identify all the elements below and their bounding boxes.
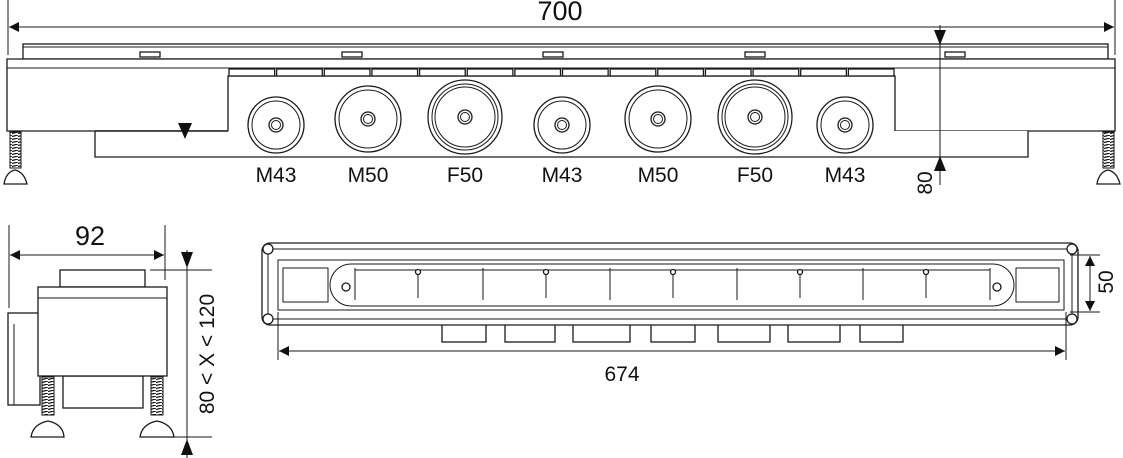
outlet-label: F50 (447, 164, 483, 187)
top-width-label: 50 (1095, 270, 1118, 293)
outlet-label: F50 (737, 164, 773, 187)
side-foot-right (139, 376, 175, 438)
side-view: 92 80 < X < 120 (7, 221, 219, 458)
height-range-label: 80 < X < 120 (196, 294, 219, 414)
outlet-m50: M50 (624, 85, 692, 187)
outlet-label: M50 (638, 164, 679, 187)
grating-bar (847, 68, 895, 77)
grating-bar (371, 68, 419, 77)
grating-bar (609, 68, 657, 77)
outlet-m43: M43 (816, 96, 874, 187)
grating-bar (514, 68, 562, 77)
channel-frame (261, 242, 1079, 326)
adjustable-foot-left (3, 131, 28, 185)
outlet-group: M43 M50 F50 M43 M50 F50 M43 (247, 79, 874, 187)
end-cap-right (1015, 267, 1060, 303)
water-level-marker-icon (178, 123, 192, 139)
grating-bar (323, 68, 371, 77)
side-body (37, 286, 168, 377)
grating-bars (228, 68, 895, 77)
cover-slots (139, 51, 966, 58)
grating-bar (275, 68, 323, 77)
end-cap-left (282, 267, 329, 303)
grating-bar (418, 68, 466, 77)
outlet-f50: F50 (427, 79, 503, 187)
outlet-label: M43 (542, 164, 583, 187)
side-foot-left (30, 376, 65, 438)
grating-bar (561, 68, 609, 77)
side-sump (62, 375, 144, 409)
grating-bar (800, 68, 848, 77)
inner-length-label: 674 (604, 363, 639, 386)
grating-bar (704, 68, 752, 77)
adjustable-foot-right (1096, 131, 1121, 185)
outlet-label: M50 (348, 164, 389, 187)
grating-bar (657, 68, 705, 77)
grating-bar (752, 68, 800, 77)
front-view: 700 M43 M50 F50 M43 M50 F50 M43 80 (3, 0, 1121, 195)
width-dimension-label: 92 (75, 221, 105, 251)
outlet-m43: M43 (247, 96, 305, 187)
grating-slot (329, 263, 1015, 307)
outlet-f50: F50 (717, 79, 793, 187)
top-view: 674 50 (261, 242, 1118, 386)
height-dimension-label: 80 (914, 171, 937, 194)
corner-screw-icons (262, 243, 1078, 325)
outlet-m43: M43 (533, 96, 591, 187)
side-cover (59, 269, 146, 288)
grating-bar (228, 68, 276, 77)
outlet-label: M43 (256, 164, 297, 187)
side-outlet (7, 312, 41, 406)
length-dimension-label: 700 (537, 0, 582, 26)
outlet-label: M43 (825, 164, 866, 187)
grating-bar (466, 68, 514, 77)
outlet-m50: M50 (334, 85, 402, 187)
